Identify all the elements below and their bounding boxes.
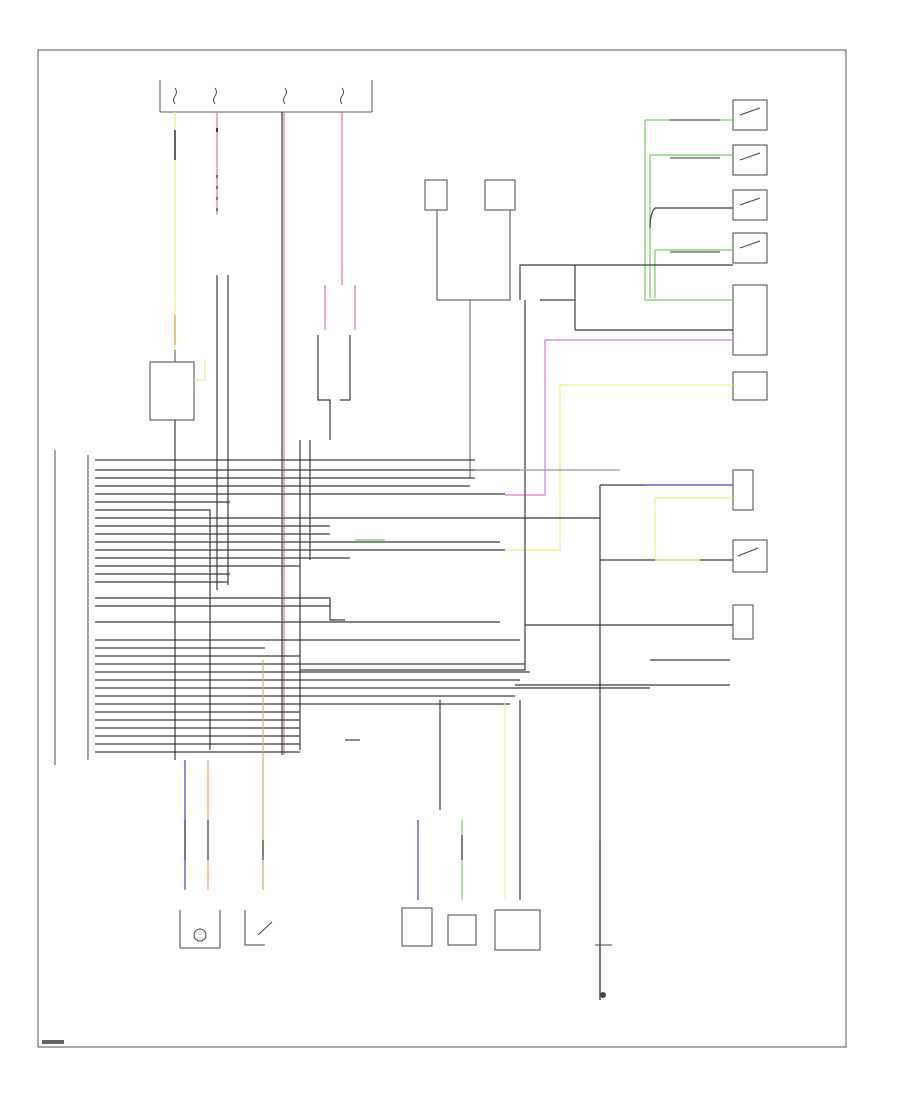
- switch-icon: [732, 232, 768, 264]
- legend-marker: [42, 1040, 64, 1044]
- fuse-1: [173, 87, 177, 105]
- connector-block-c: [732, 469, 754, 511]
- switch-icon: [244, 910, 273, 946]
- right-feed-wires: [300, 264, 733, 1000]
- connector-block-b: [732, 371, 768, 401]
- harness-lines: [95, 459, 650, 753]
- component-box-2: [447, 914, 477, 946]
- fuse-4: [340, 87, 344, 105]
- switch-icon: [732, 99, 768, 131]
- sensor-icon: [179, 910, 221, 949]
- fuse-3: [283, 87, 287, 105]
- fuse-2: [213, 87, 217, 105]
- green-wires: [644, 119, 733, 301]
- diagram-frame: [37, 49, 847, 1048]
- right-leads: [515, 659, 730, 686]
- right-switches: [732, 99, 768, 640]
- component-box-3: [494, 909, 541, 951]
- bottom-components: [179, 907, 612, 998]
- control-module: [54, 450, 89, 765]
- component-box-1: [401, 907, 433, 947]
- fuse-wires: [174, 112, 343, 755]
- fuse-block: [159, 80, 373, 113]
- ground-icon: [595, 944, 612, 998]
- switch-icon: [732, 539, 768, 573]
- relay-center: [424, 179, 516, 478]
- relay-left: [149, 350, 206, 760]
- switch-icon: [732, 144, 768, 176]
- switch-icon: [732, 189, 768, 221]
- connector-block-d: [732, 604, 754, 640]
- middle-junction: [216, 275, 356, 750]
- connector-block-a: [732, 284, 768, 356]
- bottom-wires: [184, 660, 601, 1000]
